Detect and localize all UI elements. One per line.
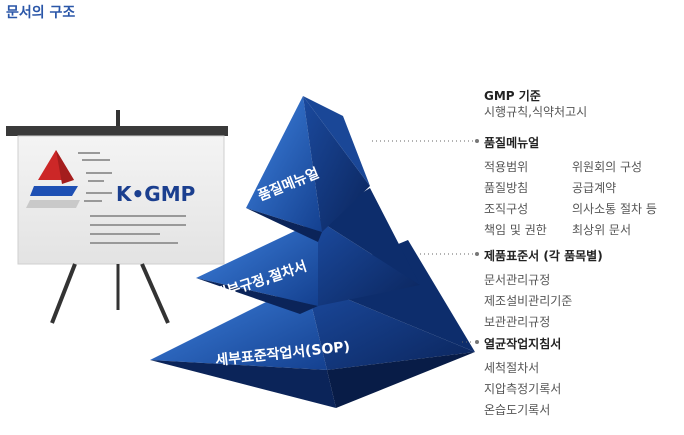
product-item: 제조설비관리기준 [484,294,573,308]
guide-item: 온습도기록서 [484,403,551,417]
manual-item: 공급계약 [572,181,617,195]
manual-item: 의사소통 절차 등 [572,202,657,216]
bullet-dot [475,340,479,344]
bullet-dot [475,252,479,256]
pyramid-tier-2 [196,188,420,314]
manual-item: 품질방침 [484,181,529,195]
guide-heading: 열균작업지침서 [484,337,562,351]
manual-heading: 품질메뉴얼 [484,136,540,150]
guide-item: 세척절차서 [484,361,540,375]
product-item: 보관관리규정 [484,315,551,329]
manual-item: 조직구성 [484,202,529,216]
product-item: 문서관리규정 [484,273,551,287]
k-gmp-logo: K•GMP [116,182,196,206]
manual-item: 적용범위 [484,160,529,174]
manual-item: 위원회의 구성 [572,160,643,174]
gmp-heading: GMP 기준 [484,89,541,103]
easel-board [6,110,228,324]
manual-item: 최상위 문서 [572,223,632,237]
guide-item: 지압측정기록서 [484,382,562,396]
product-heading: 제품표준서 (각 품목별) [484,249,603,263]
leader-lines [372,140,474,343]
pyramid-tier-1 [246,96,370,242]
gmp-subtext: 시행규칙,식약처고시 [484,105,588,119]
page-title: 문서의 구조 [6,5,76,21]
manual-item: 책임 및 권한 [484,223,547,237]
bullet-dot [475,139,479,143]
